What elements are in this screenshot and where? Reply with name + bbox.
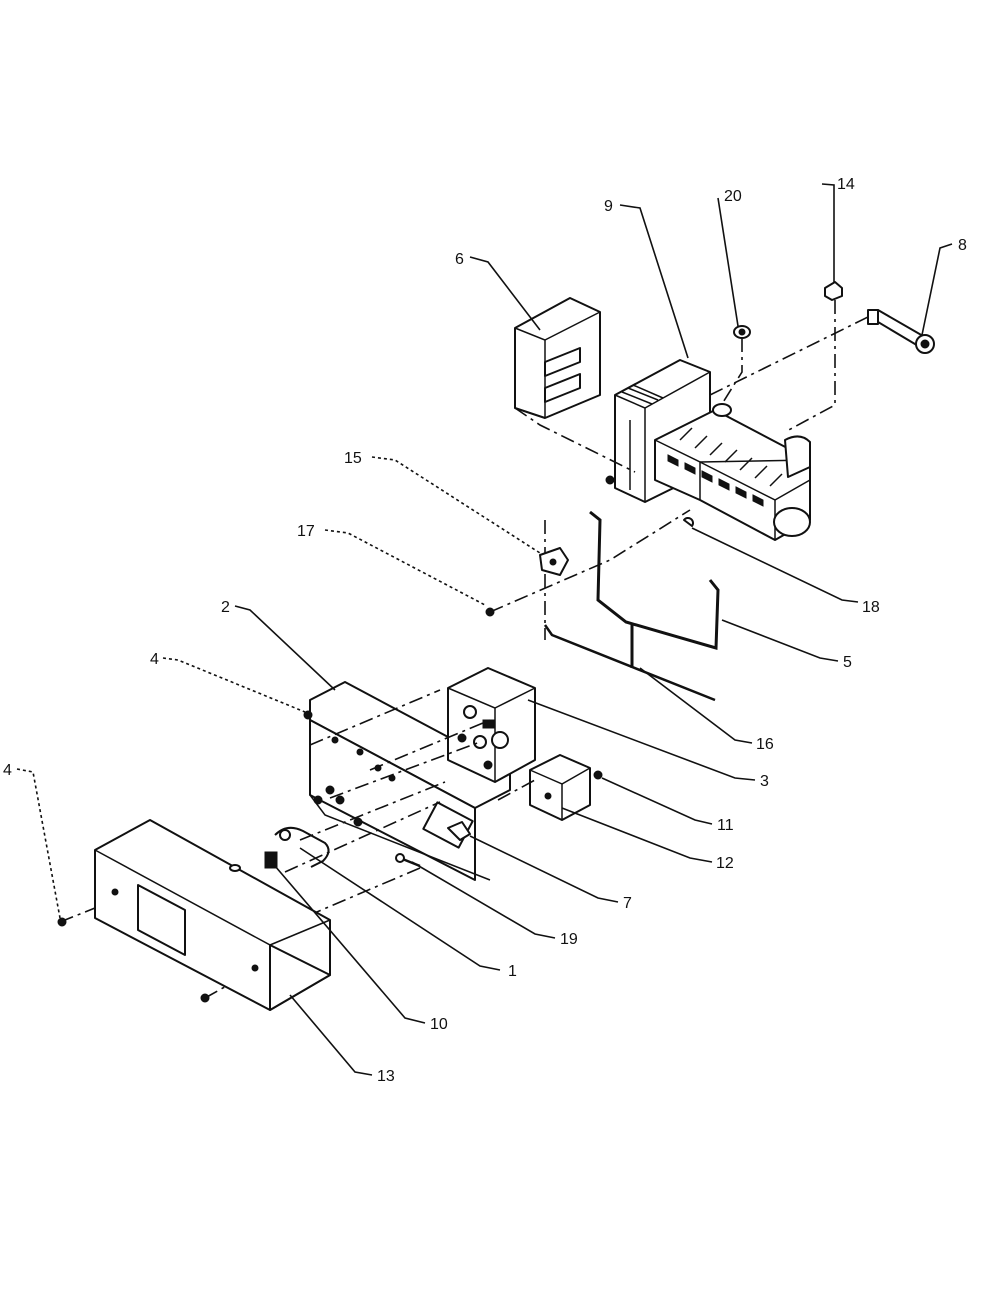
- callout-8: 8: [958, 237, 967, 254]
- part-16-wire: [543, 624, 716, 702]
- part-11-screw: [593, 770, 603, 780]
- callout-4-upper: 4: [150, 651, 159, 668]
- callout-16: 16: [756, 736, 774, 753]
- callout-labels: 6 9 20 14 8 15 17 18 5 16 3 2 4 4 11 12 …: [3, 176, 967, 1085]
- part-3-motor: [447, 667, 536, 783]
- part-10-connector: [264, 851, 278, 869]
- callout-10: 10: [430, 1016, 448, 1033]
- part-6-cover: [514, 297, 601, 419]
- part-7-bracket: [447, 821, 471, 841]
- callout-9: 9: [604, 198, 613, 215]
- callout-12: 12: [716, 855, 734, 872]
- part-4-screws: [303, 710, 363, 827]
- loose-screws: [57, 917, 210, 1003]
- callout-11: 11: [717, 817, 734, 834]
- callout-7: 7: [623, 895, 632, 912]
- part-2-mounting-plate: [309, 681, 511, 881]
- part-12-switch: [529, 754, 591, 821]
- callout-15: 15: [344, 450, 362, 467]
- leader-lines: [16, 183, 953, 1076]
- part-14-clip: [824, 281, 843, 301]
- part-17-screw: [485, 607, 495, 617]
- callout-1: 1: [508, 963, 517, 980]
- part-13-housing: [94, 819, 331, 1011]
- part-15-bracket: [539, 547, 569, 576]
- callout-17: 17: [297, 523, 315, 540]
- callout-18: 18: [862, 599, 880, 616]
- callout-6: 6: [455, 251, 464, 268]
- part-5-shutoff-arm: [589, 510, 720, 668]
- part-18-screw: [683, 517, 694, 527]
- ice-tray-assembly: [654, 403, 811, 541]
- assembly-lines-upper: [489, 300, 871, 640]
- callout-14: 14: [837, 176, 855, 193]
- callout-4-lower: 4: [3, 762, 12, 779]
- callout-5: 5: [843, 654, 852, 671]
- part-8-crank-arm: [867, 309, 935, 354]
- ice-maker-screw: [605, 475, 615, 485]
- callout-3: 3: [760, 773, 769, 790]
- callout-19: 19: [560, 931, 578, 948]
- callout-13: 13: [377, 1068, 395, 1085]
- callout-20: 20: [724, 188, 742, 205]
- callout-2: 2: [221, 599, 230, 616]
- part-20-fitting: [733, 325, 751, 339]
